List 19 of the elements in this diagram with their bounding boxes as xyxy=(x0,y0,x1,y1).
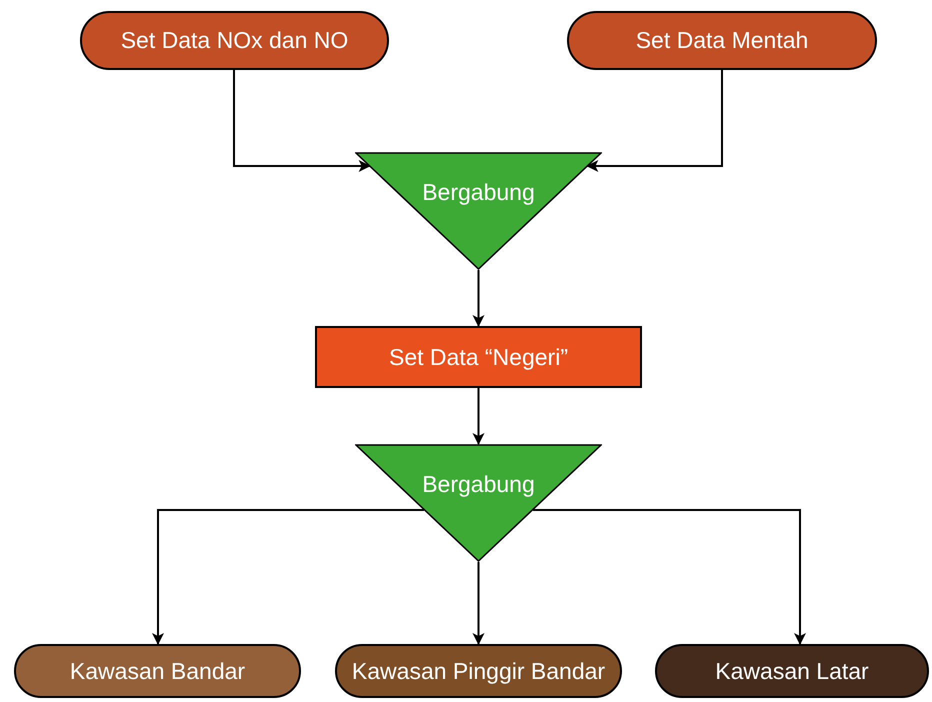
arrow xyxy=(532,509,806,645)
node-label: Bergabung xyxy=(422,470,535,499)
terminal-pill xyxy=(655,644,929,698)
arrow xyxy=(472,388,484,445)
arrow xyxy=(472,562,484,645)
process-box xyxy=(315,326,642,388)
node-label: Kawasan Latar xyxy=(715,656,869,686)
node-label: Set Data NOx dan NO xyxy=(120,26,348,55)
node-label: Set Data Mentah xyxy=(636,26,808,55)
arrow xyxy=(152,509,424,645)
node-label: Bergabung xyxy=(422,178,535,207)
node-label: Kawasan Bandar xyxy=(70,656,246,686)
node-label: Kawasan Pinggir Bandar xyxy=(352,656,606,686)
arrow xyxy=(586,70,723,172)
terminal-pill xyxy=(335,644,622,698)
arrow xyxy=(233,70,371,172)
terminal-pill xyxy=(14,644,301,698)
node-label: Set Data “Negeri” xyxy=(389,342,568,372)
arrow xyxy=(472,270,484,327)
